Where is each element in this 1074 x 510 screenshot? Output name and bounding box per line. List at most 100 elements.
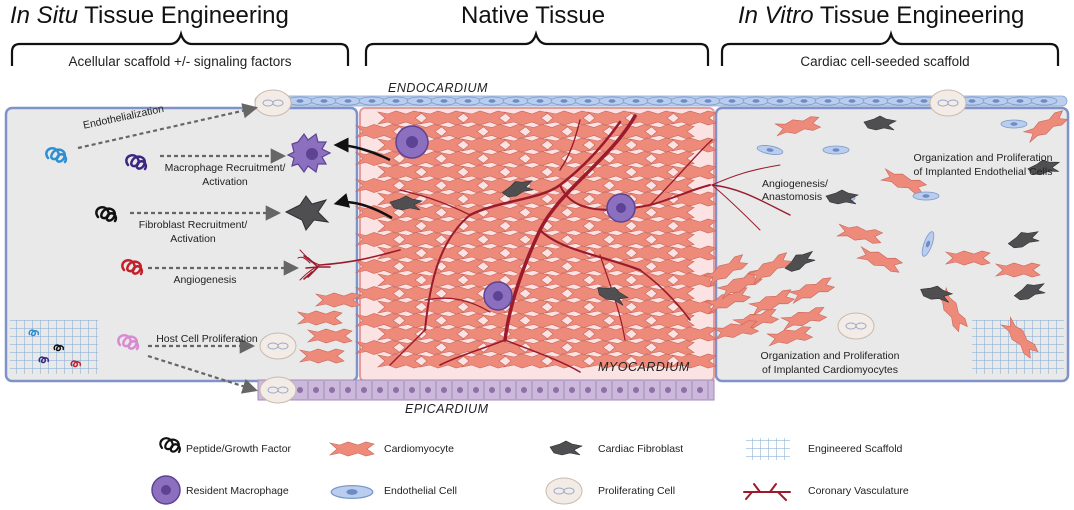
myocardium-cardiomyocyte bbox=[461, 353, 507, 369]
myocardium-cardiomyocyte bbox=[355, 232, 401, 247]
peptide-angiogenesis bbox=[121, 259, 144, 276]
myocardium-cardiomyocyte bbox=[565, 232, 611, 247]
epicardium-cell-nucleus bbox=[457, 387, 463, 393]
myocardium-cardiomyocyte bbox=[629, 137, 675, 153]
myocardium-cardiomyocyte bbox=[503, 353, 549, 369]
myocardium-cardiomyocyte bbox=[671, 326, 717, 342]
myocardium-cardiomyocyte bbox=[377, 245, 423, 261]
epicardium-cell-nucleus bbox=[409, 387, 415, 393]
myocardium-cardiomyocyte bbox=[523, 259, 569, 274]
myocardium-cardiomyocyte bbox=[607, 232, 653, 247]
coronary-vasculature bbox=[297, 114, 791, 373]
macrophage-label-line1: Macrophage Recruitment/ bbox=[164, 162, 286, 174]
myocardium-cardiomyocyte bbox=[377, 110, 423, 126]
endocardium-endothelial-cell bbox=[622, 96, 650, 106]
legend-macrophage-icon bbox=[151, 475, 181, 505]
myocardium-cardiomyocyte bbox=[545, 272, 591, 288]
epicardium-cell-nucleus bbox=[297, 387, 303, 393]
endocardium-endothelial-cell bbox=[478, 96, 506, 106]
myocardium-cardiomyocyte bbox=[587, 245, 633, 261]
myocardium-cardiomyocyte bbox=[355, 340, 401, 355]
proliferating-cell-right-myo bbox=[837, 312, 875, 340]
myocardium-cardiomyocyte bbox=[649, 151, 695, 166]
epicardium-cell-nucleus bbox=[681, 387, 687, 393]
epicardium-cell-nucleus bbox=[537, 387, 543, 393]
fibroblast-label-line2: Activation bbox=[170, 233, 216, 245]
endocardium-endothelial-cell bbox=[358, 96, 386, 106]
legend-fibroblast-icon bbox=[549, 440, 583, 456]
epicardium-cell-nucleus bbox=[521, 387, 527, 393]
myocardium-cardiomyocyte bbox=[523, 313, 569, 328]
epicardium-cell-nucleus bbox=[553, 387, 559, 393]
myocardium-cardiomyocyte bbox=[523, 286, 569, 301]
myocardium-cardiomyocyte bbox=[503, 326, 549, 342]
proliferating-cell-epi bbox=[259, 376, 297, 404]
epicardium-cell-nucleus bbox=[377, 387, 383, 393]
myocardium-cardiomyocyte bbox=[545, 110, 591, 126]
peptide-fibroblast bbox=[95, 206, 118, 223]
myocardium-cardiomyocyte bbox=[355, 178, 401, 193]
epicardium-cell-nucleus bbox=[473, 387, 479, 393]
myocardium-cardiomyocyte bbox=[481, 151, 527, 166]
myocardium-cardiomyocyte bbox=[565, 124, 611, 139]
endocardium-endothelial-cell bbox=[982, 96, 1010, 106]
myocardium-cardiomyocyte bbox=[377, 272, 423, 288]
myocardium-cardiomyocyte bbox=[607, 313, 653, 328]
myocardium-cardiomyocyte bbox=[439, 259, 485, 274]
endocardium-endothelial-cell bbox=[742, 96, 770, 106]
cm-org-line1: Organization and Proliferation bbox=[760, 350, 900, 362]
myocardium-cardiomyocyte bbox=[545, 218, 591, 234]
myocardium-cardiomyocyte bbox=[671, 245, 717, 261]
legend-scaffold-icon bbox=[746, 438, 790, 460]
epicardium-cell-nucleus bbox=[345, 387, 351, 393]
myocardium-cardiomyocyte bbox=[377, 164, 423, 180]
myocardium-cardiomyocyte bbox=[671, 191, 717, 207]
myocardium-cardiomyocyte bbox=[419, 272, 465, 288]
in-vitro-title-rest: Tissue Engineering bbox=[813, 2, 1025, 29]
myocardium-cardiomyocyte bbox=[439, 313, 485, 328]
myocardium-cardiomyocyte bbox=[629, 218, 675, 234]
endocardium-endothelial-cell bbox=[670, 96, 698, 106]
myocardium-cardiomyocyte bbox=[629, 164, 675, 180]
endocardium-endothelial-cell bbox=[862, 96, 890, 106]
endocardium-endothelial-cell bbox=[838, 96, 866, 106]
legend-cardiomyocyte-icon bbox=[329, 441, 375, 457]
myocardium-cardiomyocyte bbox=[607, 340, 653, 355]
in-situ-brace bbox=[10, 30, 350, 66]
myocardium-cardiomyocyte bbox=[439, 151, 485, 166]
myocardium-cardiomyocyte bbox=[671, 137, 717, 153]
legend-label-vasculature: Coronary Vasculature bbox=[808, 485, 909, 497]
endo-org-line1: Organization and Proliferation bbox=[913, 152, 1053, 164]
in-situ-title: In Situ Tissue Engineering bbox=[10, 2, 289, 30]
epicardium-cell-nucleus bbox=[601, 387, 607, 393]
myocardium-cardiomyocyte bbox=[419, 353, 465, 369]
myocardium-cardiomyocyte bbox=[629, 245, 675, 261]
host-prolif-label: Host Cell Proliferation bbox=[156, 333, 258, 345]
angio-anastomosis-line2: Anastomosis bbox=[762, 191, 823, 203]
myocardium-label: MYOCARDIUM bbox=[598, 360, 690, 374]
myocardium-cardiomyocyte bbox=[649, 340, 695, 355]
proliferating-cell-endo bbox=[254, 89, 292, 117]
myocardium-cardiomyocyte bbox=[461, 245, 507, 261]
macrophage-native-1 bbox=[395, 125, 429, 159]
endocardium-endothelial-cell bbox=[814, 96, 842, 106]
host-cardiomyocyte bbox=[297, 310, 343, 326]
epicardium-cell-nucleus bbox=[585, 387, 591, 393]
myocardium-cardiomyocyte bbox=[481, 259, 527, 274]
epicardium-cell-nucleus bbox=[425, 387, 431, 393]
epicardium-cell-nucleus bbox=[393, 387, 399, 393]
macrophage-native-2 bbox=[606, 193, 636, 223]
myocardium-cardiomyocyte bbox=[377, 218, 423, 234]
in-vitro-subtitle: Cardiac cell-seeded scaffold bbox=[800, 54, 970, 69]
epicardium-cell-nucleus bbox=[617, 387, 623, 393]
native-title: Native Tissue bbox=[461, 2, 606, 29]
endocardium-endothelial-cell bbox=[886, 96, 914, 106]
in-vitro-brace bbox=[720, 30, 1060, 66]
myocardium-cardiomyocyte bbox=[629, 326, 675, 342]
myocardium-cardiomyocyte bbox=[461, 110, 507, 126]
myocardium-cardiomyocyte bbox=[607, 151, 653, 166]
legend-label-fibroblast: Cardiac Fibroblast bbox=[598, 443, 684, 455]
host-cardiomyocyte bbox=[307, 328, 353, 344]
myocardium-cardiomyocyte bbox=[587, 110, 633, 126]
legend-label-cardiomyocyte: Cardiomyocyte bbox=[384, 443, 455, 455]
